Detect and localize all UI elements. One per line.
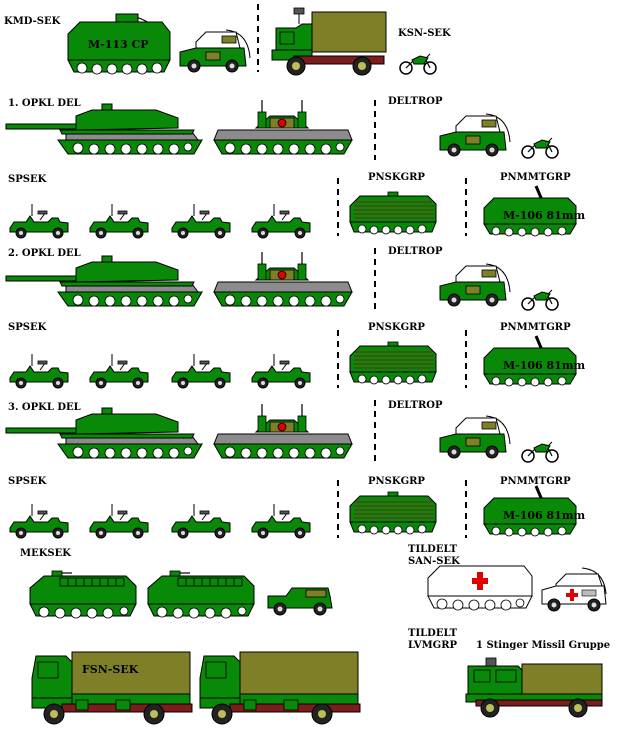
motorcycle-icon xyxy=(399,53,437,75)
tildelt-san-label: TILDELT xyxy=(408,544,458,555)
jeep-icon xyxy=(9,353,69,389)
m106-label: M-106 81mm xyxy=(503,359,585,372)
tildelt-lvm-label: TILDELT xyxy=(408,628,458,639)
jeep-icon xyxy=(9,203,69,239)
jeep-icon xyxy=(89,203,149,239)
armored-personnel-carrier-icon xyxy=(349,491,437,535)
ambulance-icon xyxy=(541,567,607,612)
opkl3-label: 3. OPKL DEL xyxy=(8,402,81,413)
motorcycle-icon xyxy=(521,441,559,463)
spsek3-label: SPSEK xyxy=(8,476,47,487)
deltrop3-label: DELTROP xyxy=(388,400,443,411)
jeep-icon xyxy=(89,353,149,389)
ksn-sek-label: KSN-SEK xyxy=(398,28,451,39)
lvmgrp-label: LVMGRP xyxy=(408,640,458,651)
main-battle-tank-icon xyxy=(5,407,203,459)
radio-jeep-icon xyxy=(439,415,511,459)
jeep-icon xyxy=(171,203,231,239)
engineer-apc-icon xyxy=(147,570,255,619)
anti-aircraft-tank-icon xyxy=(213,403,353,459)
pnskgrp1-label: PNSKGRP xyxy=(368,172,425,183)
pickup-truck-icon xyxy=(267,587,333,616)
anti-aircraft-tank-icon xyxy=(213,251,353,307)
jeep-icon xyxy=(9,503,69,539)
meksek-label: MEKSEK xyxy=(20,548,71,559)
fsn-sek-label: FSN-SEK xyxy=(82,663,139,676)
engineer-apc-icon xyxy=(29,570,137,619)
pnskgrp2-label: PNSKGRP xyxy=(368,322,425,333)
pnmmtgrp2-label: PNMMTGRP xyxy=(500,322,571,333)
armored-personnel-carrier-icon xyxy=(349,341,437,385)
cargo-truck-icon xyxy=(199,651,361,725)
jeep-icon xyxy=(171,353,231,389)
opkl1-label: 1. OPKL DEL xyxy=(8,98,81,109)
motorcycle-icon xyxy=(521,289,559,311)
pnmmtgrp1-label: PNMMTGRP xyxy=(500,172,571,183)
motorcycle-icon xyxy=(521,137,559,159)
spsek2-label: SPSEK xyxy=(8,322,47,333)
cargo-truck-icon xyxy=(271,7,387,76)
section-dividers xyxy=(257,4,467,538)
jeep-icon xyxy=(171,503,231,539)
anti-aircraft-tank-icon xyxy=(213,99,353,155)
medical-apc-icon xyxy=(427,565,533,611)
radio-jeep-icon xyxy=(439,113,511,157)
m113-command-apc-icon xyxy=(67,13,171,75)
stinger-truck-icon xyxy=(465,657,603,718)
radio-jeep-icon xyxy=(439,263,511,307)
jeep-icon xyxy=(251,203,311,239)
jeep-icon xyxy=(89,503,149,539)
san-sek-label: SAN-SEK xyxy=(408,556,460,567)
armored-personnel-carrier-icon xyxy=(349,191,437,235)
main-battle-tank-icon xyxy=(5,103,203,155)
m106-label: M-106 81mm xyxy=(503,209,585,222)
jeep-icon xyxy=(251,503,311,539)
deltrop2-label: DELTROP xyxy=(388,246,443,257)
main-battle-tank-icon xyxy=(5,255,203,307)
pnskgrp3-label: PNSKGRP xyxy=(368,476,425,487)
jeep-icon xyxy=(251,353,311,389)
radio-jeep-icon xyxy=(179,29,251,73)
m113-cp-label: M-113 CP xyxy=(88,38,149,51)
m106-label: M-106 81mm xyxy=(503,509,585,522)
spsek1-label: SPSEK xyxy=(8,174,47,185)
pnmmtgrp3-label: PNMMTGRP xyxy=(500,476,571,487)
stinger-group-label: 1 Stinger Missil Gruppe xyxy=(476,640,611,651)
opkl2-label: 2. OPKL DEL xyxy=(8,248,81,259)
kmd-sek-label: KMD-SEK xyxy=(4,16,61,27)
deltrop1-label: DELTROP xyxy=(388,96,443,107)
